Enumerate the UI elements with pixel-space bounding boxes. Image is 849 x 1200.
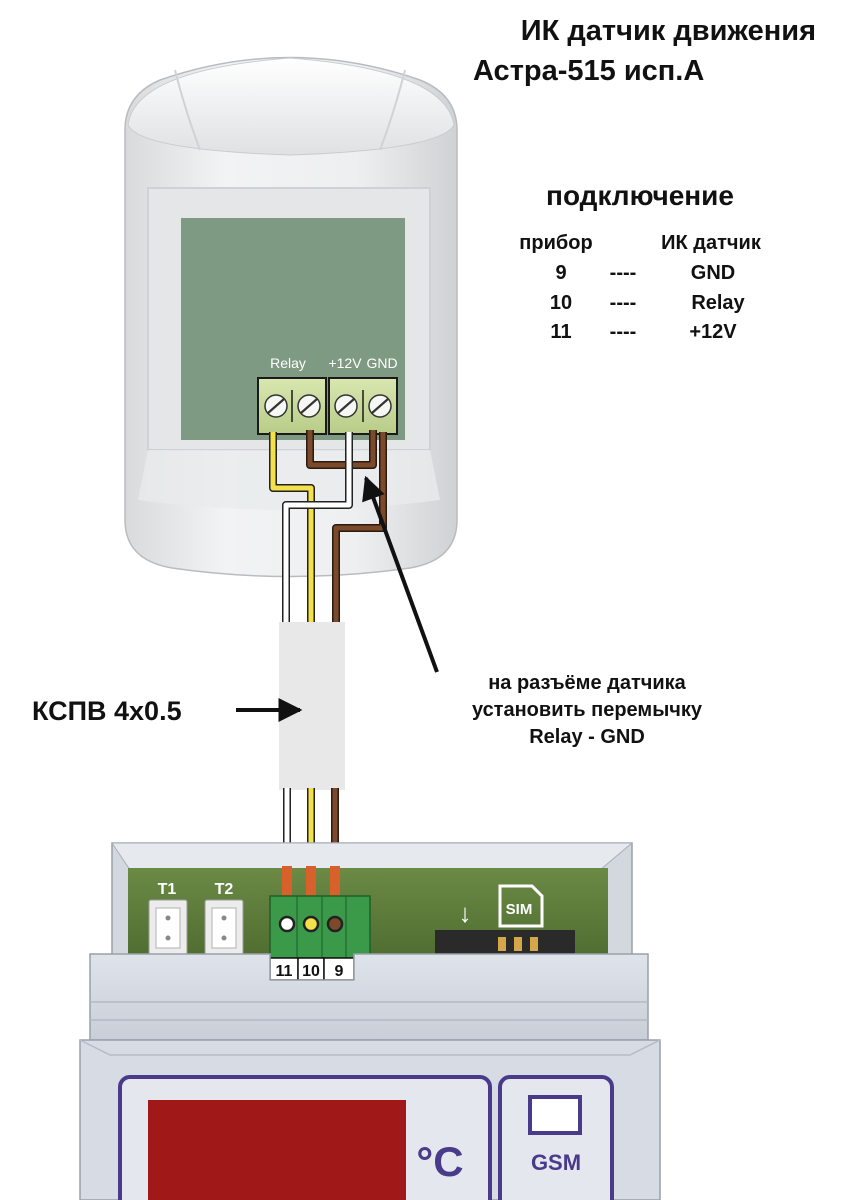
- gsm-label: GSM: [531, 1150, 581, 1175]
- jumper-note-arrow: [362, 475, 439, 673]
- sensor-dome-ridge: [379, 69, 406, 151]
- wire-jumper: [306, 430, 377, 469]
- controller-front-housing: [89, 953, 649, 1041]
- connection-heading: подключение: [546, 180, 734, 211]
- jumper-note-line-2: установить перемычку: [472, 699, 703, 721]
- sensor-terminal-block: [257, 377, 398, 435]
- connection-device-10: 10: [550, 292, 572, 314]
- connection-device-9: 9: [555, 262, 566, 284]
- connection-row-11: 11 ---- +12V: [550, 321, 737, 343]
- terminal-screw-11: [278, 915, 296, 933]
- sensor-terminal-label-12v: +12V: [328, 355, 362, 371]
- t1-label: T1: [158, 881, 177, 898]
- screw-relay: [264, 394, 288, 418]
- cable-label: КСПВ 4x0.5: [32, 696, 182, 726]
- connection-separator: ----: [610, 292, 637, 314]
- connection-separator: ----: [610, 321, 637, 343]
- t2-connector: [204, 899, 244, 957]
- sensor-lens-dome: [127, 57, 455, 156]
- terminal-number-10: 10: [302, 963, 320, 980]
- sensor-terminal-label-gnd: GND: [366, 355, 397, 371]
- gsm-led-window: [528, 1095, 582, 1135]
- t1-connector: [148, 899, 188, 957]
- sim-card-icon: [498, 884, 544, 928]
- wire-white: [282, 432, 353, 625]
- connection-col-device: прибор: [519, 232, 592, 254]
- terminal-number-labels: [269, 957, 355, 981]
- sensor-dome-ridge: [174, 69, 201, 151]
- front-panel-bevel: [79, 1039, 661, 1056]
- sim-label: SIM: [506, 901, 533, 918]
- connection-sensor-12v: +12V: [689, 321, 737, 343]
- wire-end-10: [306, 866, 316, 900]
- sim-arrow-icon: ↓: [459, 898, 472, 928]
- gsm-controller: T1 T2 ↓ SIM: [79, 842, 661, 1200]
- title-line-1: ИК датчик движения: [521, 15, 816, 47]
- connection-sensor-gnd: GND: [691, 262, 735, 284]
- screw-12v: [334, 394, 358, 418]
- sensor-terminal-label-relay: Relay: [270, 355, 306, 371]
- cable-sheath: [279, 622, 345, 790]
- title-line-2: Астра-515 исп.А: [473, 55, 704, 87]
- connection-row-9: 9 ---- GND: [555, 262, 735, 284]
- terminal-number-9: 9: [335, 963, 344, 980]
- wire-end-9: [330, 866, 340, 900]
- wire-end-11: [282, 866, 292, 900]
- controller-terminal-block: [269, 895, 371, 959]
- pir-sensor: [124, 56, 458, 578]
- screw-unused: [297, 394, 321, 418]
- terminal-screw-9: [326, 915, 344, 933]
- temperature-unit: °C: [416, 1138, 463, 1185]
- terminal-screw-10: [302, 915, 320, 933]
- connection-separator: ----: [610, 262, 637, 284]
- t2-label: T2: [215, 881, 234, 898]
- jumper-note-line-3: Relay - GND: [529, 726, 645, 748]
- display-screen: [148, 1100, 406, 1200]
- connection-sensor-relay: Relay: [691, 292, 745, 314]
- wire-yellow: [269, 432, 315, 625]
- connection-row-10: 10 ---- Relay: [550, 292, 746, 314]
- connection-col-sensor: ИК датчик: [661, 232, 762, 254]
- screw-gnd: [368, 394, 392, 418]
- terminal-number-11: 11: [276, 963, 293, 980]
- jumper-note-line-1: на разъёме датчика: [488, 672, 686, 694]
- connection-device-11: 11: [550, 321, 571, 343]
- controller-top-rim: [111, 842, 634, 871]
